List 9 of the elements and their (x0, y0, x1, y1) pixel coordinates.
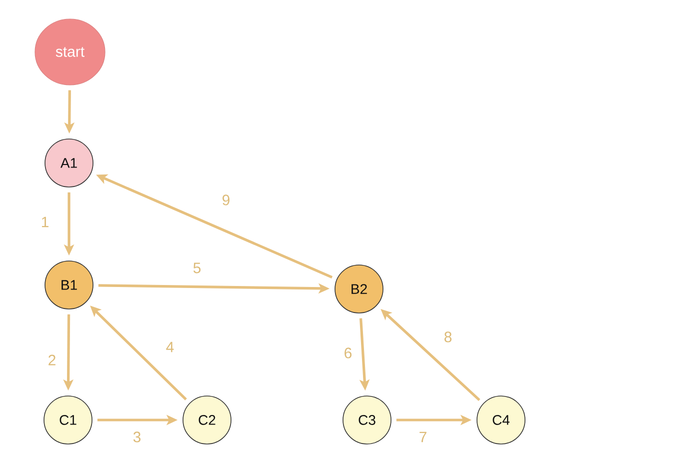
edge-label: 3 (133, 432, 141, 442)
edge-label: 2 (48, 354, 56, 366)
edge-label: 8 (444, 332, 452, 342)
edge-label: 1 (42, 216, 48, 228)
edge-label: 5 (193, 262, 201, 274)
edge-label: 4 (166, 342, 174, 352)
edge-label: 9 (222, 194, 230, 206)
edge-label: 7 (420, 432, 426, 442)
edge-label: 6 (344, 348, 352, 358)
